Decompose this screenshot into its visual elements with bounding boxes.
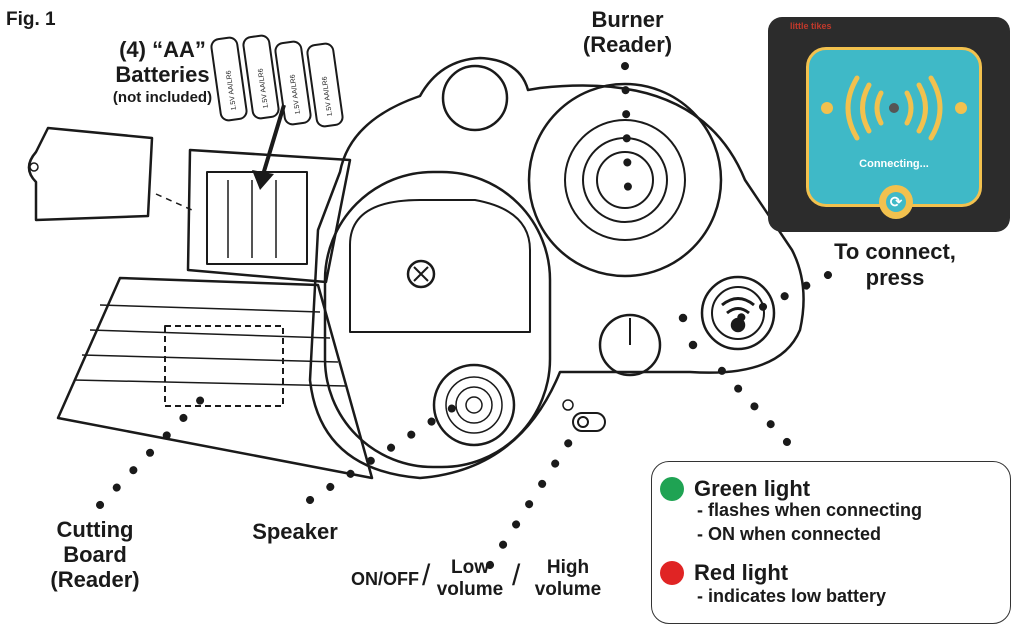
green-light-row: Green light	[660, 476, 810, 502]
high-volume-label-2: volume	[534, 579, 602, 600]
app-screenshot: little tikes Connecting... ⟳	[768, 17, 1010, 232]
battery-cover	[27, 126, 154, 222]
cutting-board-reader-zone	[164, 325, 284, 407]
burner-reader-label: (Reader)	[582, 32, 673, 57]
speaker-label: Speaker	[252, 519, 338, 544]
power-switch	[572, 412, 606, 432]
connecting-dialog: Connecting... ⟳	[806, 47, 982, 219]
oven-window	[349, 199, 531, 333]
batteries-note: (not included)	[112, 89, 213, 106]
cutting-board-reader-label: (Reader)	[50, 567, 140, 592]
batteries-count-label: (4) “AA”	[119, 37, 206, 62]
top-knob	[441, 64, 509, 132]
connect-label: To connect,	[834, 239, 956, 264]
cutting-board	[56, 276, 374, 480]
refresh-icon[interactable]: ⟳	[879, 185, 913, 219]
battery-slots	[206, 171, 308, 265]
red-light-note-1: - indicates low battery	[697, 586, 887, 606]
slash-1: /	[422, 559, 431, 592]
batteries-label: Batteries	[115, 62, 210, 87]
high-volume-label: High	[546, 557, 590, 578]
slash-2: /	[512, 559, 521, 592]
app-brand-logo: little tikes	[790, 21, 832, 31]
oven-screw	[406, 259, 436, 289]
batteries-illustration	[210, 34, 344, 128]
low-volume-label-2: volume	[436, 579, 504, 600]
connect-press-label: press	[865, 265, 925, 290]
battery-arrow	[260, 104, 286, 179]
red-light-title: Red light	[694, 560, 789, 585]
green-light-note-2: - ON when connected	[697, 524, 882, 544]
connecting-status: Connecting...	[859, 158, 929, 170]
figure-label: Fig. 1	[6, 9, 56, 30]
leader-lines	[96, 62, 832, 569]
red-light-icon	[660, 561, 684, 585]
cutting-board-grooves	[73, 304, 347, 387]
cutting-board-label-2: Board	[63, 542, 127, 567]
light-legend: Green light - flashes when connecting - …	[651, 461, 1011, 624]
onoff-label: ON/OFF	[351, 569, 419, 589]
green-light-title: Green light	[694, 476, 811, 501]
speaker-grille	[432, 363, 516, 447]
cutting-board-label: Cutting	[56, 517, 134, 542]
control-dial	[598, 313, 662, 377]
low-volume-label: Low	[451, 557, 489, 578]
green-light-icon	[660, 477, 684, 501]
burner	[527, 82, 723, 278]
green-light-note-1: - flashes when connecting	[697, 500, 923, 520]
oven-door	[323, 170, 552, 469]
mute-icon	[562, 399, 574, 411]
burner-label: Burner	[591, 7, 664, 32]
red-light-row: Red light	[660, 560, 788, 586]
connect-button	[700, 275, 776, 351]
stove-body	[308, 56, 805, 480]
signal-icon	[821, 75, 967, 141]
